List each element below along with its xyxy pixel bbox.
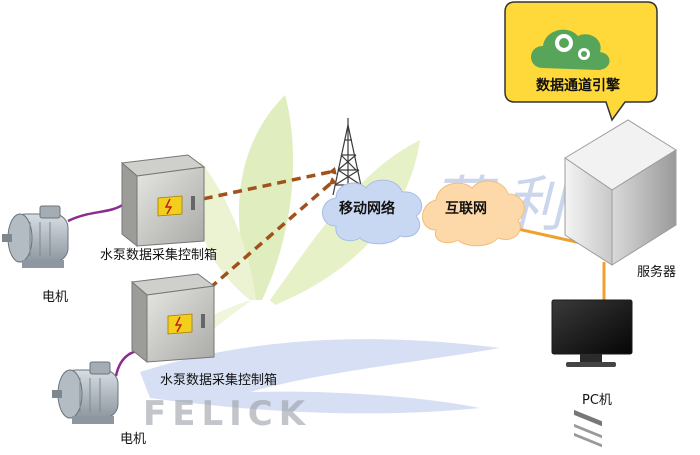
motor-bottom-label: 电机 <box>120 432 146 447</box>
electrical-cabinet-icon <box>120 154 206 248</box>
engine-bubble: 数据通道引擎 <box>504 1 658 122</box>
motor-top-label: 电机 <box>42 290 68 305</box>
monitor-icon <box>551 299 633 367</box>
watermark-brand: FELICK <box>143 394 311 434</box>
box-top-label: 水泵数据采集控制箱 <box>100 247 217 263</box>
cloud-gear-icon <box>531 29 610 70</box>
wireless-link-top <box>191 166 337 204</box>
engine-label: 数据通道引擎 <box>536 77 620 94</box>
mobile-network-cloud: 移动网络 <box>322 179 423 245</box>
box-bottom-label: 水泵数据采集控制箱 <box>160 372 277 388</box>
server-tower-icon <box>564 119 677 448</box>
electric-motor-icon <box>2 205 69 268</box>
electrical-cabinet-icon <box>130 273 216 364</box>
internet-label: 互联网 <box>445 201 487 217</box>
mobile-network-label: 移动网络 <box>339 200 395 217</box>
motor-cable-top <box>67 202 125 223</box>
electric-motor-icon <box>52 361 119 424</box>
pc-label: PC机 <box>582 393 612 408</box>
cell-tower-icon <box>332 118 364 196</box>
internet-cloud: 互联网 <box>422 180 525 247</box>
server-label: 服务器 <box>637 264 676 280</box>
wireless-link-bottom <box>201 177 338 296</box>
watermark-swoosh <box>140 339 500 414</box>
